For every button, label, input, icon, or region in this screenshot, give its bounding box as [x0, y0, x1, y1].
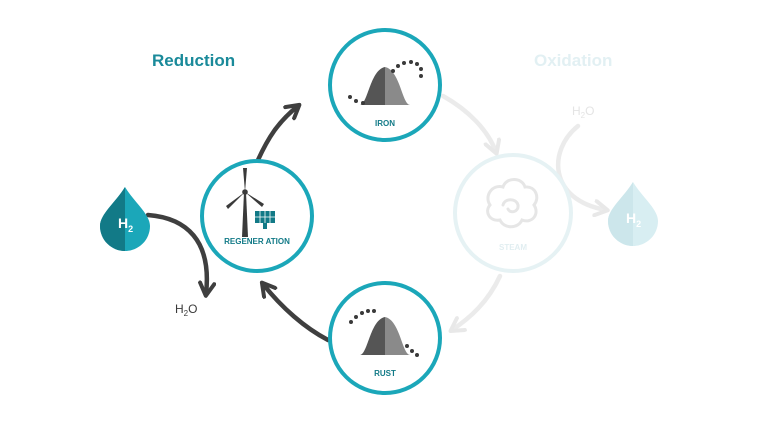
- h2-right-label: H: [626, 210, 636, 226]
- arrow-water-to-h2: [556, 123, 606, 210]
- wind-turbine-icon: [226, 168, 264, 237]
- arrow-h2-to-water: [145, 212, 207, 294]
- svg-text:H2: H2: [626, 210, 641, 229]
- oxidation-title: Oxidation: [534, 51, 613, 70]
- steam-label: STEAM: [499, 243, 527, 252]
- iron-label: IRON: [375, 119, 395, 128]
- water-right-label: H2O: [572, 104, 594, 120]
- arrow-regeneration-to-iron: [255, 106, 298, 163]
- arrow-rust-to-regeneration: [263, 284, 331, 343]
- steam-cloud-icon: [486, 178, 539, 229]
- rust-pile-icon: [349, 309, 419, 357]
- h2-right-droplet: H2: [608, 182, 658, 246]
- svg-text:H2: H2: [118, 215, 133, 234]
- arrow-steam-to-rust: [452, 273, 503, 330]
- regeneration-label: REGENER ATION: [224, 237, 290, 246]
- iron-node: IRON: [328, 28, 442, 142]
- reduction-title: Reduction: [152, 51, 236, 70]
- rust-label: RUST: [374, 369, 396, 378]
- h2-left-droplet: H2: [100, 187, 150, 251]
- solar-panel-icon: [255, 211, 275, 229]
- water-left-label: H2O: [175, 302, 197, 318]
- iron-ore-pile-icon: [348, 60, 423, 105]
- rust-node: RUST: [328, 281, 442, 395]
- steam-node: STEAM: [453, 153, 573, 273]
- h2-left-label: H: [118, 215, 128, 231]
- arrow-iron-to-steam: [440, 93, 496, 152]
- regeneration-node: REGENER ATION: [200, 159, 314, 273]
